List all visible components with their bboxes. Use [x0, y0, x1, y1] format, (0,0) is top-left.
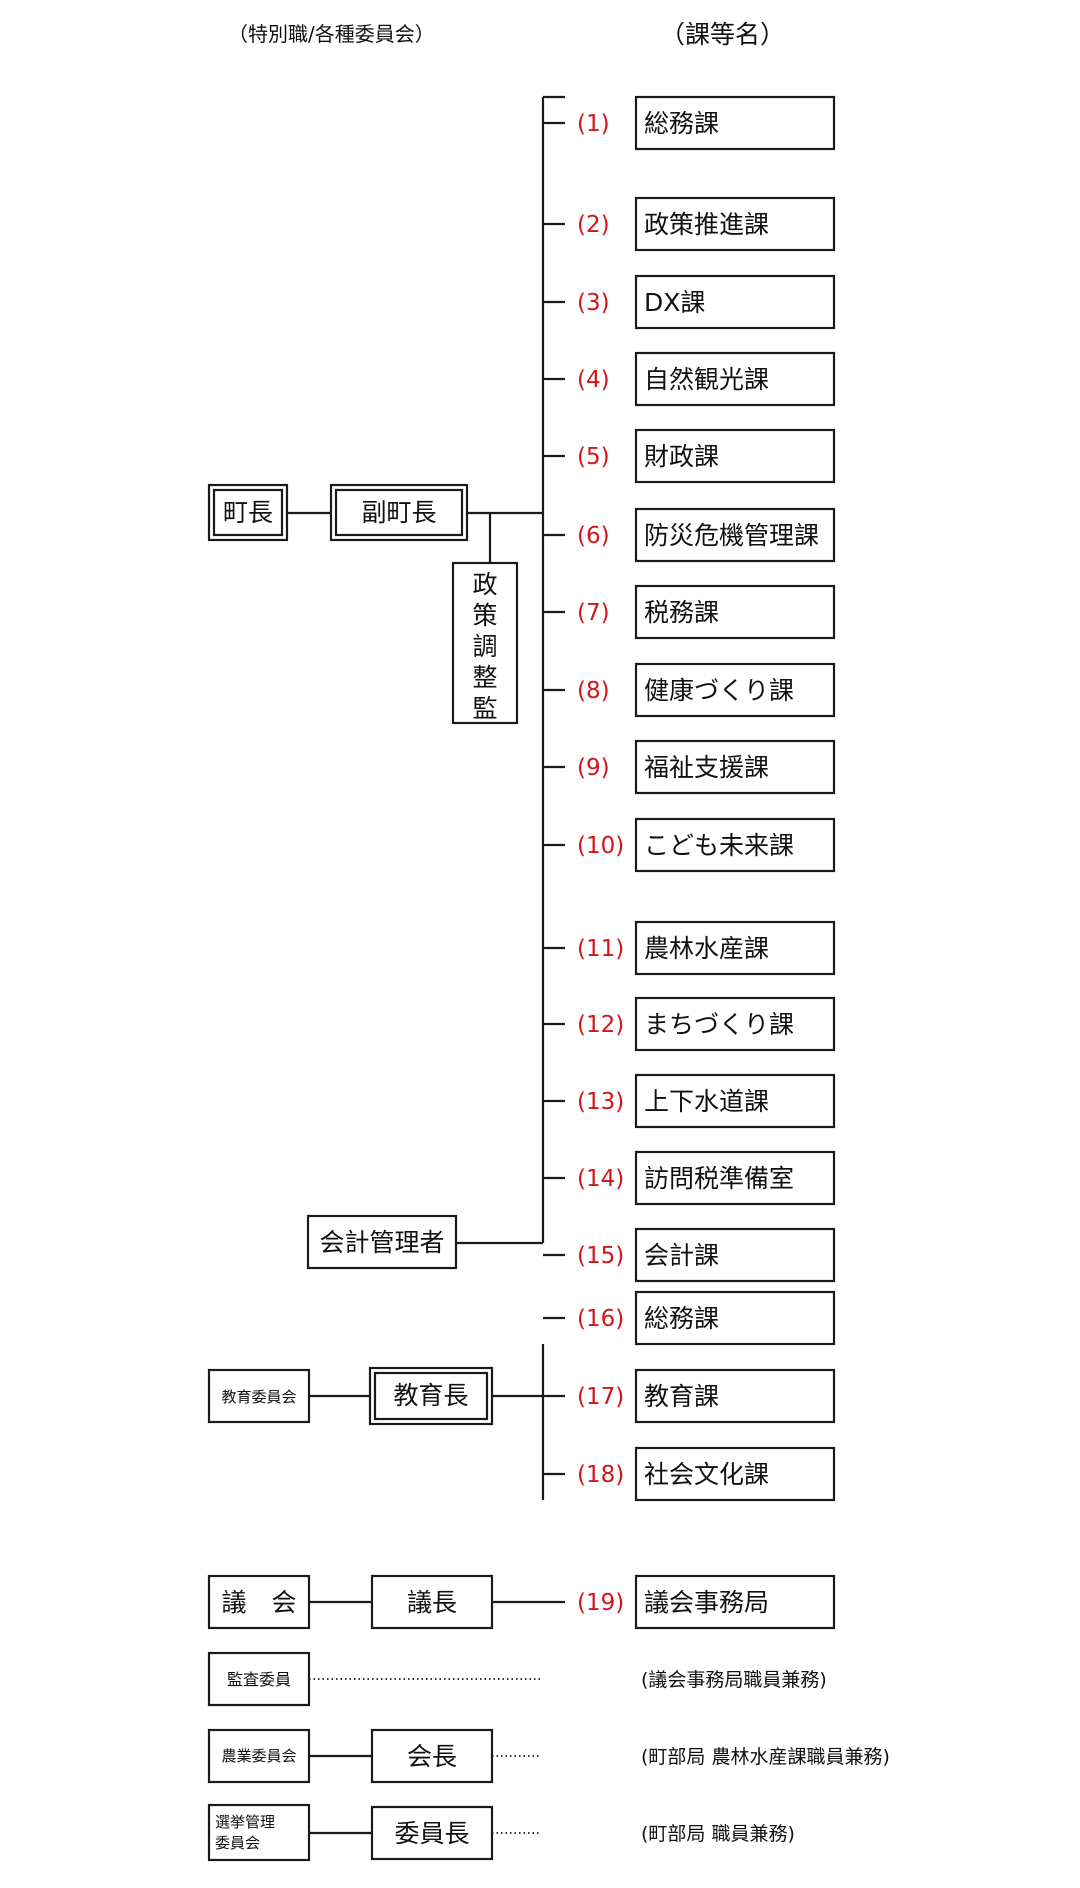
education-department-box	[634, 1290, 836, 1346]
department-number: (5)	[577, 444, 610, 470]
department-name: 税務課	[644, 598, 719, 627]
department-name: DX課	[644, 288, 705, 317]
department-number: (2)	[577, 212, 610, 238]
department-number: (3)	[577, 290, 610, 316]
education-department-box	[634, 1368, 836, 1424]
department-box	[634, 739, 836, 795]
department-name: 財政課	[644, 442, 719, 471]
assembly-chair-box	[370, 1574, 494, 1630]
vice-mayor-box-inner	[334, 488, 464, 537]
department-name: こども未来課	[644, 831, 794, 860]
department-name: 総務課	[644, 109, 719, 138]
assembly-office-label: 議会事務局	[644, 1588, 769, 1617]
department-box	[634, 817, 836, 873]
department-number: (8)	[577, 678, 610, 704]
mayor-box-inner	[212, 488, 284, 537]
department-name: 農林水産課	[644, 934, 769, 963]
department-box	[634, 1227, 836, 1283]
election-committee-note: (町部局 職員兼務)	[641, 1823, 795, 1845]
assembly-label: 議 会	[221, 1588, 296, 1617]
department-name: 上下水道課	[644, 1087, 769, 1116]
department-box	[634, 196, 836, 252]
education-board-box	[207, 1368, 311, 1424]
education-department-number: (17)	[577, 1384, 624, 1410]
education-department-number: (18)	[577, 1462, 624, 1488]
department-box	[634, 351, 836, 407]
department-name: 会計課	[644, 1241, 719, 1270]
audit-committee-label: 監査委員	[227, 1670, 291, 1689]
department-name: 防災危機管理課	[644, 521, 819, 550]
election-committee-head-label: 委員長	[394, 1819, 469, 1848]
education-board-label: 教育委員会	[221, 1388, 296, 1406]
department-number: (11)	[577, 936, 624, 962]
agricultural-committee-label: 農業委員会	[221, 1747, 296, 1765]
assembly-office-number: (19)	[577, 1590, 624, 1616]
department-number: (9)	[577, 755, 610, 781]
education-department-number: (16)	[577, 1306, 624, 1332]
department-number: (15)	[577, 1243, 624, 1269]
assembly-box	[207, 1574, 311, 1630]
assembly-office-box	[634, 1574, 836, 1630]
agricultural-committee-note: (町部局 農林水産課職員兼務)	[641, 1746, 890, 1768]
department-number: (1)	[577, 111, 610, 137]
policy-coordinator-label: 政策調整監	[472, 570, 497, 723]
department-name: 福祉支援課	[644, 753, 769, 782]
department-number: (14)	[577, 1166, 624, 1192]
department-number: (6)	[577, 523, 610, 549]
vice-mayor-label: 副町長	[361, 498, 436, 527]
education-department-box	[634, 1446, 836, 1502]
department-box	[634, 1073, 836, 1129]
department-name: 健康づくり課	[644, 676, 794, 705]
department-box	[634, 95, 836, 151]
election-committee-box	[207, 1803, 311, 1862]
education-department-name: 総務課	[644, 1304, 719, 1333]
department-number: (13)	[577, 1089, 624, 1115]
department-name: まちづくり課	[644, 1010, 794, 1039]
election-committee-label: 選挙管理委員会	[215, 1813, 275, 1852]
audit-committee-note: (議会事務局職員兼務)	[641, 1669, 827, 1691]
department-list: (1) 総務課 (2) 政策推進課 (3) DX課 (4) 自然観光課 (5) 財政課 (6) 防災危…	[543, 95, 836, 1283]
department-box	[634, 428, 836, 484]
department-name: 訪問税準備室	[644, 1164, 794, 1193]
superintendent-box-inner	[373, 1371, 489, 1421]
mayor-label: 町長	[223, 498, 273, 527]
department-box	[634, 1150, 836, 1206]
department-box	[634, 274, 836, 330]
department-number: (7)	[577, 600, 610, 626]
department-number: (12)	[577, 1012, 624, 1038]
department-number: (4)	[577, 367, 610, 393]
department-box	[634, 996, 836, 1052]
header-special-posts: （特別職/各種委員会）	[228, 22, 435, 46]
department-number: (10)	[577, 833, 624, 859]
header-department-names: （課等名）	[660, 20, 785, 49]
education-department-name: 教育課	[644, 1382, 719, 1411]
accounting-manager-label: 会計管理者	[319, 1228, 444, 1257]
department-box	[634, 920, 836, 976]
education-department-list: (16) 総務課 (17) 教育課 (18) 社会文化課	[543, 1290, 836, 1502]
audit-committee-box	[207, 1651, 311, 1707]
agricultural-committee-head-label: 会長	[407, 1742, 457, 1771]
education-department-name: 社会文化課	[644, 1460, 769, 1489]
policy-coordinator-box	[451, 561, 519, 725]
department-name: 自然観光課	[644, 365, 769, 394]
department-box	[634, 507, 836, 563]
assembly-chair-label: 議長	[407, 1588, 457, 1617]
superintendent-label: 教育長	[393, 1381, 468, 1410]
agricultural-committee-head-box	[370, 1728, 494, 1784]
department-box	[634, 662, 836, 718]
department-box	[634, 584, 836, 640]
department-name: 政策推進課	[644, 210, 769, 239]
